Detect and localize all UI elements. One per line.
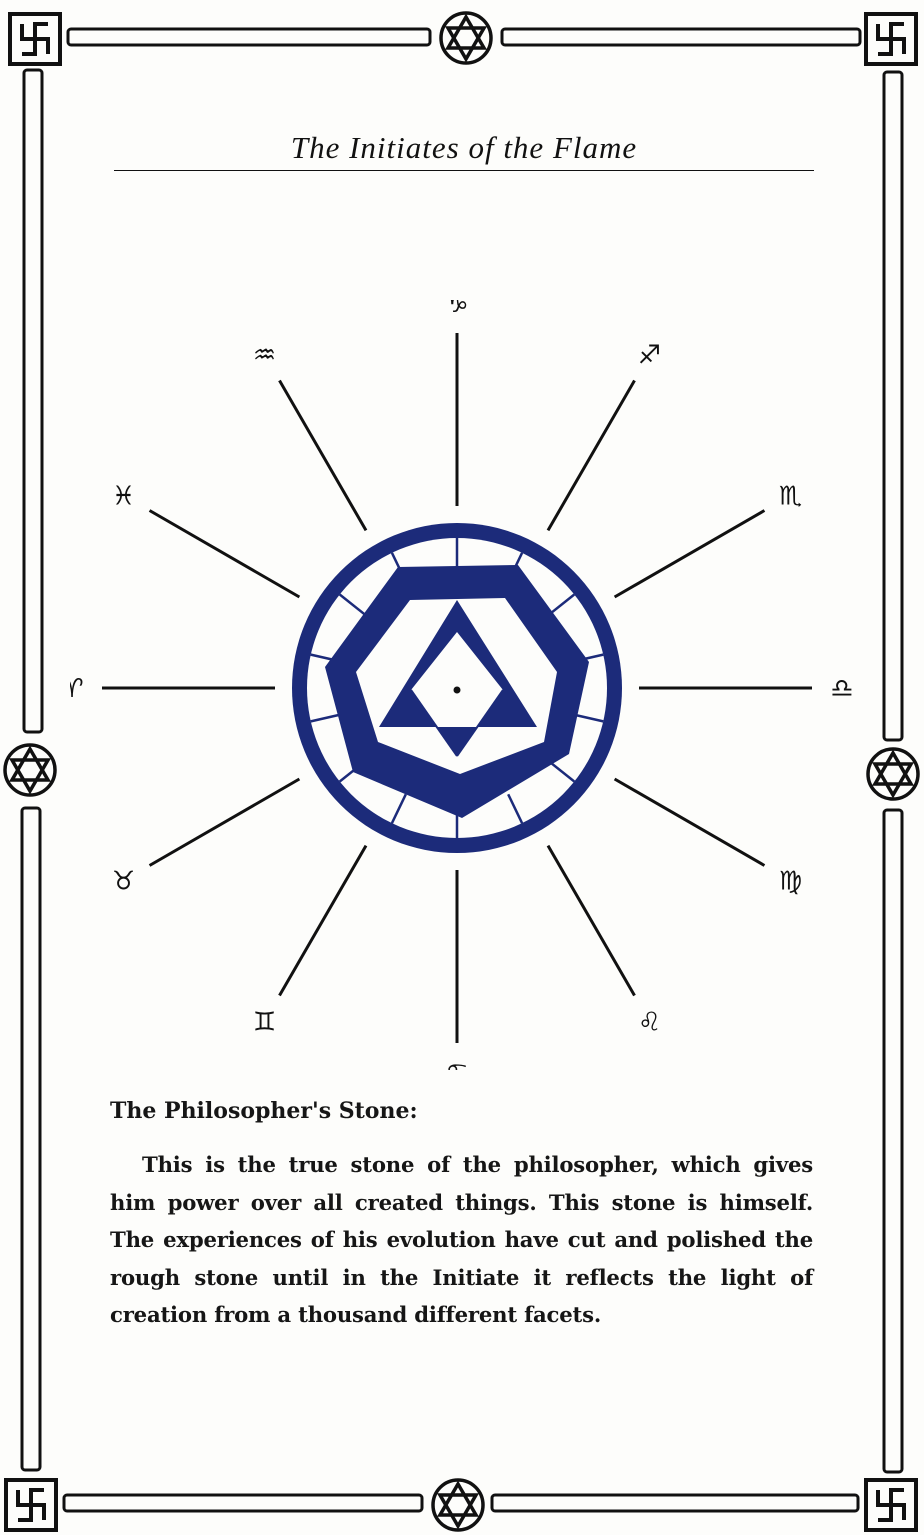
zodiac-spoke-scorpio: [615, 511, 765, 598]
border-bar-top-left: [68, 29, 430, 45]
zodiac-glyph-cancer: ♋: [445, 1059, 468, 1070]
page-title: The Initiates of the Flame: [114, 130, 814, 166]
zodiac-glyph-sagittarius: ♐: [638, 341, 661, 371]
stone-center-dot: [454, 687, 461, 694]
title-rule: [114, 170, 814, 171]
zodiac-glyph-pisces: ♓: [112, 482, 135, 512]
zodiac-spoke-taurus: [150, 779, 300, 866]
border-bar-bottom-right: [492, 1495, 858, 1511]
hexagram-icon: [441, 13, 491, 63]
border-bar-right-top: [884, 72, 902, 740]
zodiac-spoke-gemini: [280, 846, 367, 996]
zodiac-glyph-aquarius: ♒: [253, 341, 276, 371]
border-bar-top-right: [502, 29, 860, 45]
swastika-icon: [866, 1480, 916, 1530]
zodiac-spoke-sagittarius: [548, 381, 635, 531]
swastika-icon: [10, 14, 60, 64]
hexagram-icon: [868, 749, 918, 799]
zodiac-glyph-gemini: ♊: [253, 1007, 276, 1037]
swastika-icon: [6, 1480, 56, 1530]
zodiac-glyph-libra: ♎: [830, 674, 853, 704]
zodiac-glyph-leo: ♌: [638, 1007, 661, 1037]
border-bar-left-bottom: [22, 808, 40, 1470]
philosophers-stone-diagram: ♑ ♐ ♏ ♎ ♍ ♌ ♋ ♊ ♉ ♈ ♓ ♒: [70, 300, 860, 1070]
zodiac-spoke-virgo: [615, 779, 765, 866]
zodiac-glyph-taurus: ♉: [112, 867, 135, 897]
zodiac-glyph-scorpio: ♏: [779, 482, 802, 512]
figure-caption: The Philosopher's Stone:: [110, 1098, 418, 1124]
border-bar-bottom-left: [64, 1495, 422, 1511]
border-bar-right-bottom: [884, 810, 902, 1472]
body-paragraph: This is the true stone of the philosophe…: [110, 1146, 813, 1334]
zodiac-glyph-aries: ♈: [70, 674, 84, 704]
zodiac-spoke-pisces: [150, 511, 300, 598]
zodiac-glyph-virgo: ♍: [779, 867, 802, 897]
stone-emblem: [292, 523, 622, 853]
hexagram-icon: [5, 745, 55, 795]
zodiac-glyph-capricorn: ♑: [445, 300, 468, 319]
zodiac-spoke-leo: [548, 846, 635, 996]
border-bar-left-top: [24, 70, 42, 732]
swastika-icon: [866, 14, 916, 64]
zodiac-spoke-aquarius: [280, 381, 367, 531]
hexagram-icon: [433, 1480, 483, 1530]
